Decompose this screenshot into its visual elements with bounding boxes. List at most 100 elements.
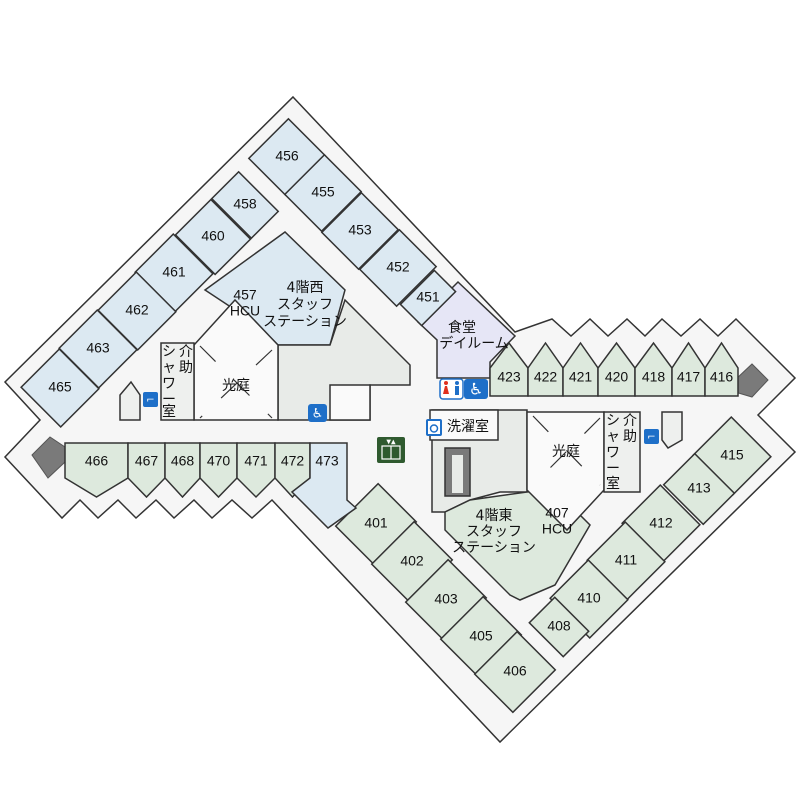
shower-icon: ⌐ xyxy=(644,429,659,444)
room-number-label: 423 xyxy=(497,369,521,385)
room-466 xyxy=(64,442,129,498)
room-number-label: 462 xyxy=(125,302,149,318)
room-number-label: 471 xyxy=(244,453,268,469)
room-number-label: 422 xyxy=(534,369,558,385)
room-413 xyxy=(662,452,736,526)
room-number-label: 467 xyxy=(135,453,159,469)
room-number-label: 418 xyxy=(642,369,666,385)
utility-room xyxy=(329,384,371,421)
svg-text:♿: ♿ xyxy=(312,407,324,422)
room-number-label: 456 xyxy=(275,148,299,164)
stairs-inner xyxy=(452,455,463,493)
room-number-label: 460 xyxy=(201,228,225,244)
station-east-label: スタッフ xyxy=(466,524,522,540)
room-455 xyxy=(283,153,363,233)
room-number-label: 453 xyxy=(348,222,372,238)
label-char: 助 xyxy=(179,360,193,376)
dining-label: 食堂 xyxy=(448,319,476,336)
room-number-label: 452 xyxy=(386,259,410,275)
shower-room-west xyxy=(160,342,195,421)
room-422 xyxy=(527,341,564,397)
utility-room-east xyxy=(661,411,683,449)
label-char: 助 xyxy=(623,429,637,445)
patient-rooms: 456 455 453 452 451 458 460 461 462 463 465 401 402 4… xyxy=(20,117,772,714)
laundry-label: 洗濯室 xyxy=(447,418,489,435)
label-char: ャ xyxy=(606,429,620,445)
courtyard-diagonal xyxy=(199,345,273,419)
room-number-label: 402 xyxy=(400,553,424,569)
svg-text:▼▲: ▼▲ xyxy=(386,439,396,446)
room-number-label: 417 xyxy=(677,369,701,385)
toilet-icon xyxy=(439,378,464,400)
wheelchair-icon: ♿ xyxy=(464,379,488,399)
room-number-label: 411 xyxy=(615,552,638,568)
room-number-label: 408 xyxy=(547,618,571,634)
label-char: シ xyxy=(606,413,620,429)
courtyard-east xyxy=(526,411,605,532)
room-471 xyxy=(236,442,276,499)
courtyard-west-label: 光庭 xyxy=(222,377,250,394)
room-number-label: 473 xyxy=(315,453,339,469)
room-number-label: 468 xyxy=(171,453,195,469)
label-char: シ xyxy=(162,344,176,360)
hcu-east-label: 407 xyxy=(545,505,569,521)
room-number-label: 458 xyxy=(233,196,257,212)
room-number-label: 412 xyxy=(649,515,673,531)
hcu-west-label: HCU xyxy=(230,303,260,319)
room-470 xyxy=(199,442,238,499)
shower-room-east-label: 介 助 シ ャ ワ ー 室 xyxy=(606,413,637,492)
room-416 xyxy=(704,341,739,397)
room-468 xyxy=(164,442,201,499)
label-char: 介 xyxy=(623,413,637,429)
room-465 xyxy=(20,348,100,428)
utility-room-west xyxy=(119,380,141,421)
room-421 xyxy=(562,341,599,397)
label-char: 室 xyxy=(606,475,620,492)
svg-text:⌐: ⌐ xyxy=(146,395,154,406)
room-number-label: 470 xyxy=(207,453,231,469)
station-east-label: ステーション xyxy=(452,540,536,556)
courtyard-east-label: 光庭 xyxy=(552,443,580,460)
room-458 xyxy=(210,170,280,240)
room-420 xyxy=(597,341,636,397)
label-char: ワ xyxy=(162,376,176,392)
hcu-west-label: 457 xyxy=(233,287,257,303)
room-423 xyxy=(489,341,529,397)
label-char: ー xyxy=(162,392,176,408)
courtyard-diagonal xyxy=(532,415,601,486)
station-east-label: 4階東 xyxy=(476,508,513,524)
laundry-icon xyxy=(426,419,442,436)
courtyard-diagonal xyxy=(532,417,601,486)
room-417 xyxy=(671,341,706,397)
room-408 xyxy=(528,596,590,658)
room-451 xyxy=(399,269,457,327)
label-char: 室 xyxy=(162,403,176,420)
room-406 xyxy=(473,630,557,714)
label-char: 介 xyxy=(179,344,193,360)
station-west-label: ステーション xyxy=(263,314,347,330)
room-number-label: 463 xyxy=(86,340,110,356)
shower-room-west-label: 介 助 シ ャ ワ ー 室 xyxy=(162,344,193,420)
room-number-label: 465 xyxy=(48,379,72,395)
hcu-east-label: HCU xyxy=(542,521,572,537)
label-char: ー xyxy=(606,461,620,477)
room-number-label: 420 xyxy=(605,369,629,385)
svg-text:⌐: ⌐ xyxy=(647,432,655,443)
station-west-label: 4階西 xyxy=(287,280,324,296)
room-number-label: 455 xyxy=(311,184,335,200)
shower-icon: ⌐ xyxy=(143,392,158,407)
room-452 xyxy=(358,228,438,308)
dining-label: デイルーム xyxy=(439,335,509,352)
label-char: ワ xyxy=(606,445,620,461)
room-number-label: 415 xyxy=(720,447,744,463)
room-number-label: 461 xyxy=(162,264,186,280)
room-number-label: 413 xyxy=(687,480,711,496)
room-418 xyxy=(634,341,673,397)
room-number-label: 401 xyxy=(364,515,388,531)
courtyard-diagonal xyxy=(199,349,273,419)
label-char: ャ xyxy=(162,360,176,376)
room-number-label: 403 xyxy=(434,591,458,607)
room-number-label: 451 xyxy=(416,289,440,305)
room-number-label: 466 xyxy=(85,453,109,469)
